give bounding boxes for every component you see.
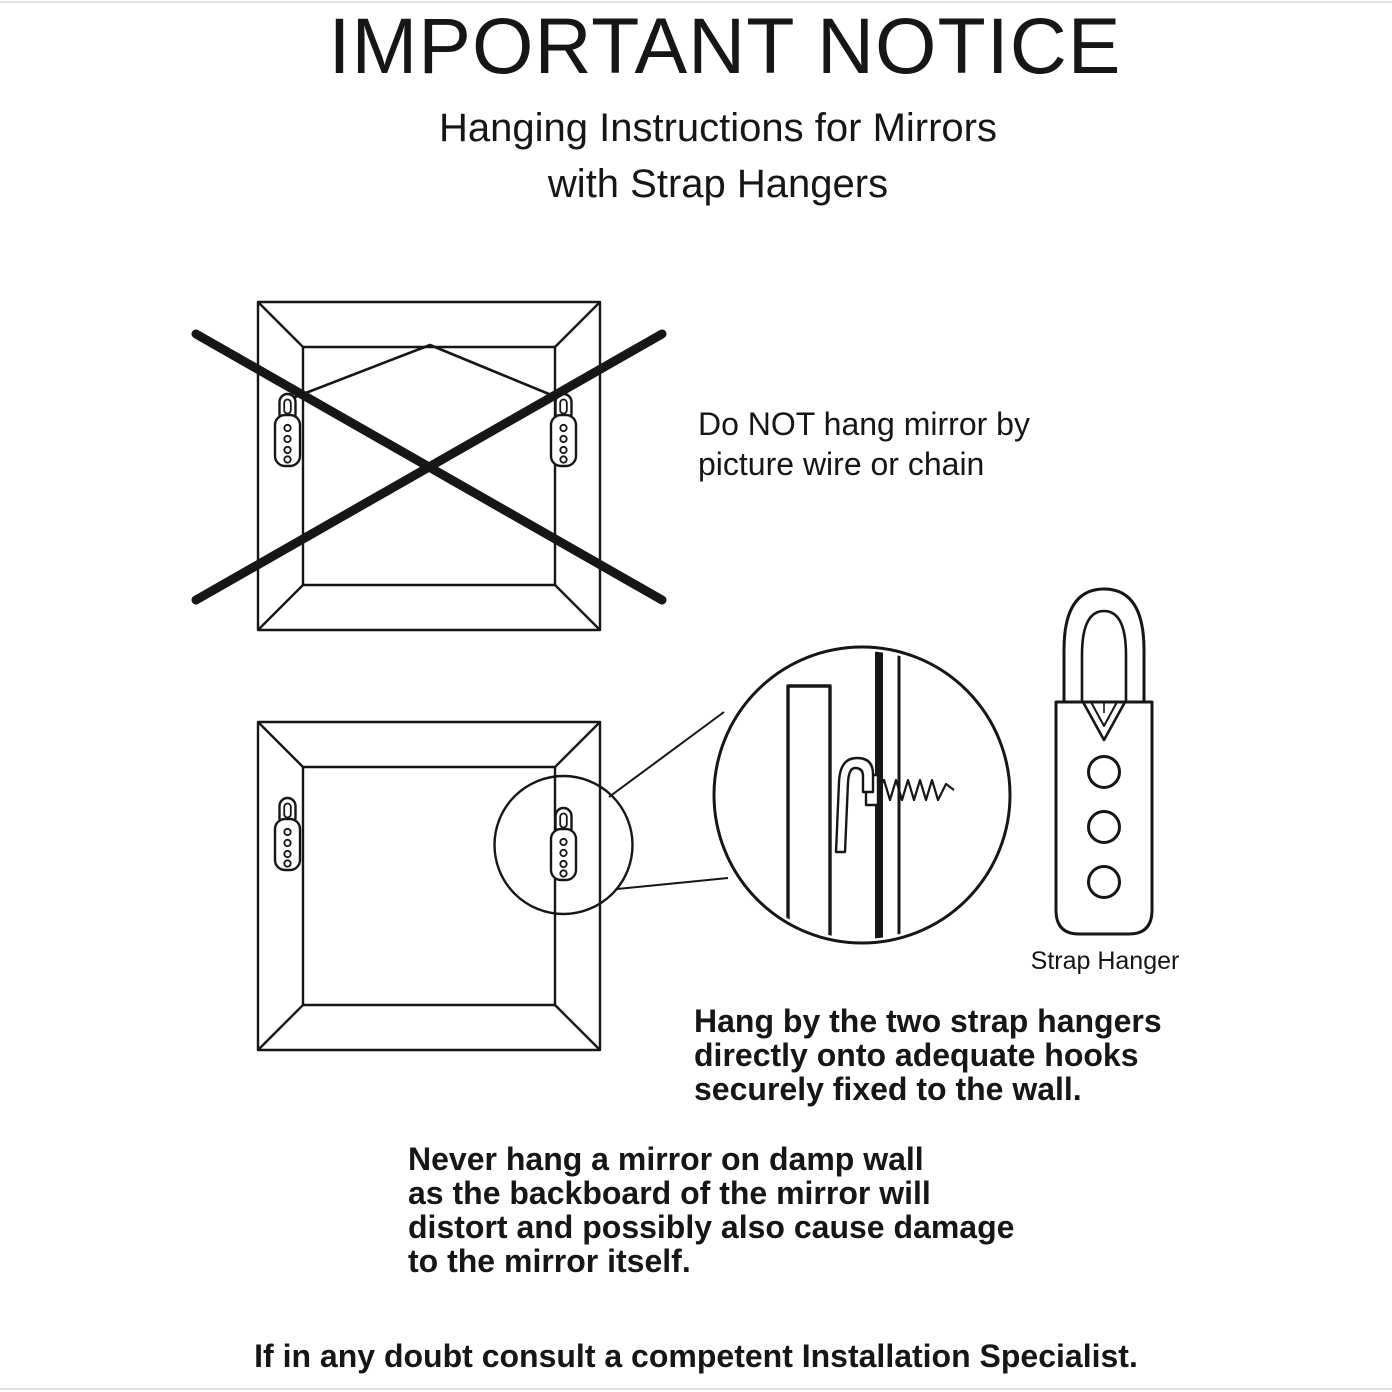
hang-instruction-line-2: directly onto adequate hooks xyxy=(694,1037,1139,1073)
damp-warning-line-4: to the mirror itself. xyxy=(408,1243,691,1279)
damp-warning-line-3: distort and possibly also cause damage xyxy=(408,1209,1015,1245)
bottom-edge-line xyxy=(0,1388,1392,1390)
damp-warning-line-2: as the backboard of the mirror will xyxy=(408,1175,931,1211)
hang-instruction-text: Hang by the two strap hangers directly o… xyxy=(694,1004,1162,1106)
hook-detail-contents xyxy=(786,651,955,939)
page-subtitle: Hanging Instructions for Mirrors with St… xyxy=(0,100,1392,212)
proper-mirror-figure xyxy=(256,711,729,1052)
hanger-hole-icon xyxy=(1087,865,1121,899)
hanger-hole-icon xyxy=(1087,810,1121,844)
top-edge-line xyxy=(0,1,1392,3)
crossed-mirror-figure xyxy=(191,300,667,632)
hanger-loop-hole-icon xyxy=(1080,609,1128,704)
picture-wire-icon xyxy=(287,343,564,402)
strap-hanger-icon xyxy=(549,806,578,882)
damp-wall-warning-text: Never hang a mirror on damp wall as the … xyxy=(408,1142,1014,1278)
strap-hanger-icon xyxy=(549,392,578,468)
strap-hanger-icon xyxy=(273,392,302,468)
wire-warning-text: Do NOT hang mirror by picture wire or ch… xyxy=(698,404,1030,484)
strap-hanger-icon xyxy=(273,796,302,872)
mirror-frame-back-icon xyxy=(256,300,602,632)
screw-icon xyxy=(864,773,955,807)
hang-instruction-line-3: securely fixed to the wall. xyxy=(694,1071,1082,1107)
subtitle-line-1: Hanging Instructions for Mirrors xyxy=(439,106,997,150)
wire-warning-line-2: picture wire or chain xyxy=(698,446,985,482)
strap-hanger-label: Strap Hanger xyxy=(1030,947,1180,975)
page-title: IMPORTANT NOTICE xyxy=(328,1,1122,90)
hanger-hole-icon xyxy=(1087,755,1121,789)
strap-hanger-figure xyxy=(1054,587,1154,936)
mirror-frame-back-icon xyxy=(256,720,602,1052)
magnifier-connector-line xyxy=(608,711,725,798)
damp-warning-line-1: Never hang a mirror on damp wall xyxy=(408,1141,924,1177)
frame-rail-section-icon xyxy=(786,684,832,939)
magnifier-circle-icon xyxy=(493,774,634,916)
hook-icon xyxy=(834,756,875,854)
hanger-fold-icon xyxy=(1081,701,1127,742)
subtitle-line-2: with Strap Hangers xyxy=(547,162,889,206)
hook-detail-figure xyxy=(712,645,1012,945)
wire-warning-line-1: Do NOT hang mirror by xyxy=(698,406,1030,442)
footer-note: If in any doubt consult a competent Inst… xyxy=(254,1338,1138,1374)
hang-instruction-line-1: Hang by the two strap hangers xyxy=(694,1003,1162,1039)
detail-circle-icon xyxy=(712,645,1012,945)
prohibition-x-icon xyxy=(191,329,667,605)
magnifier-connector-line xyxy=(616,877,729,890)
